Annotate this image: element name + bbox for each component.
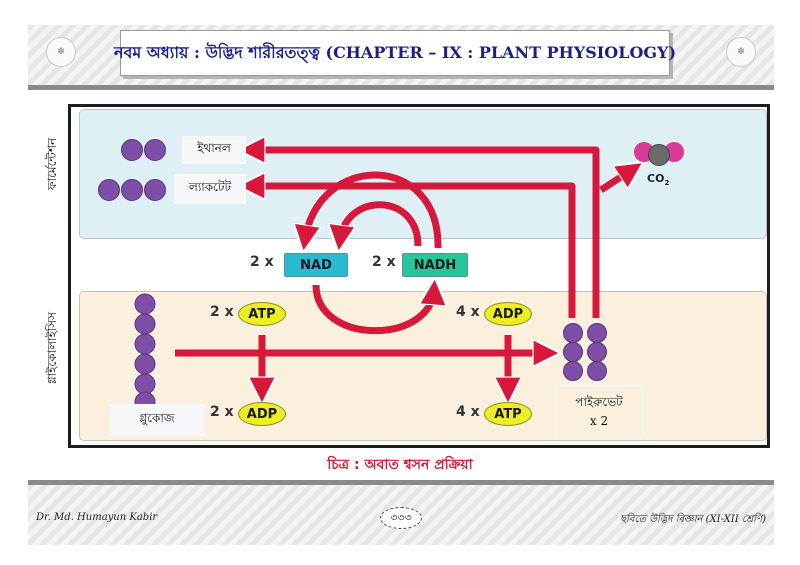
atp-input-oval: ATP <box>238 302 286 326</box>
figure-caption: চিত্র : অবাত শ্বসন প্রক্রিয়া <box>327 457 473 473</box>
title-box: নবম অধ্যায় : উদ্ভিদ শারীরতত্ত্ব (CHAPTE… <box>114 30 676 76</box>
pyruvate-to-lactate-arrow <box>250 186 576 318</box>
ethanol-molecule <box>121 139 166 161</box>
pyruvate-molecules <box>563 323 607 381</box>
pyruvate-label: পাইরুভেট x 2 <box>555 385 643 437</box>
nad-reduction-arrow <box>312 285 434 335</box>
page-title: নবম অধ্যায় : উদ্ভিদ শারীরতত্ত্ব (CHAPTE… <box>113 42 677 62</box>
nad-multiplier: 2 x <box>250 254 274 270</box>
page-number: ৩৩৩ <box>380 507 422 529</box>
adp-input-oval: ADP <box>484 302 532 326</box>
footer-book-title: ছবিতে উদ্ভিদ বিজ্ঞান (XI-XII শ্রেণি) <box>619 514 766 525</box>
pyruvate-count: x 2 <box>589 414 609 428</box>
lactate-molecule <box>98 179 166 201</box>
atp-output-oval: ATP <box>484 402 532 426</box>
co2-subscript: 2 <box>664 179 670 188</box>
nadh-multiplier: 2 x <box>372 254 396 270</box>
footer-author: Dr. Md. Humayun Kabir <box>36 512 158 523</box>
nadh-box: NADH <box>402 253 468 277</box>
adp-output-oval: ADP <box>238 402 286 426</box>
atp-output-multiplier: 4 x <box>456 404 480 420</box>
right-seal-logo: ✽ <box>726 37 756 67</box>
lactate-label: ল্যাকটেট <box>174 174 246 204</box>
left-seal-logo: ✽ <box>46 37 76 67</box>
glucose-label: গ্লুকোজ <box>110 404 204 436</box>
pyruvate-label-text: পাইরুভেট <box>575 395 623 409</box>
pyruvate-to-ethanol-arrow <box>250 150 600 318</box>
nadh-oxidation-arrow <box>305 171 442 248</box>
nad-box: NAD <box>284 253 348 277</box>
atp-input-multiplier: 2 x <box>210 304 234 320</box>
co2-label: CO2 <box>647 172 669 187</box>
adp-output-multiplier: 2 x <box>210 404 234 420</box>
nadh-inner-arrow <box>340 201 422 246</box>
co2-molecule <box>634 142 684 166</box>
co2-release-arrow <box>599 169 633 193</box>
glucose-molecule <box>134 293 156 413</box>
adp-input-multiplier: 4 x <box>456 304 480 320</box>
ethanol-label: ইথানল <box>182 136 246 164</box>
co2-label-text: CO <box>647 172 665 185</box>
